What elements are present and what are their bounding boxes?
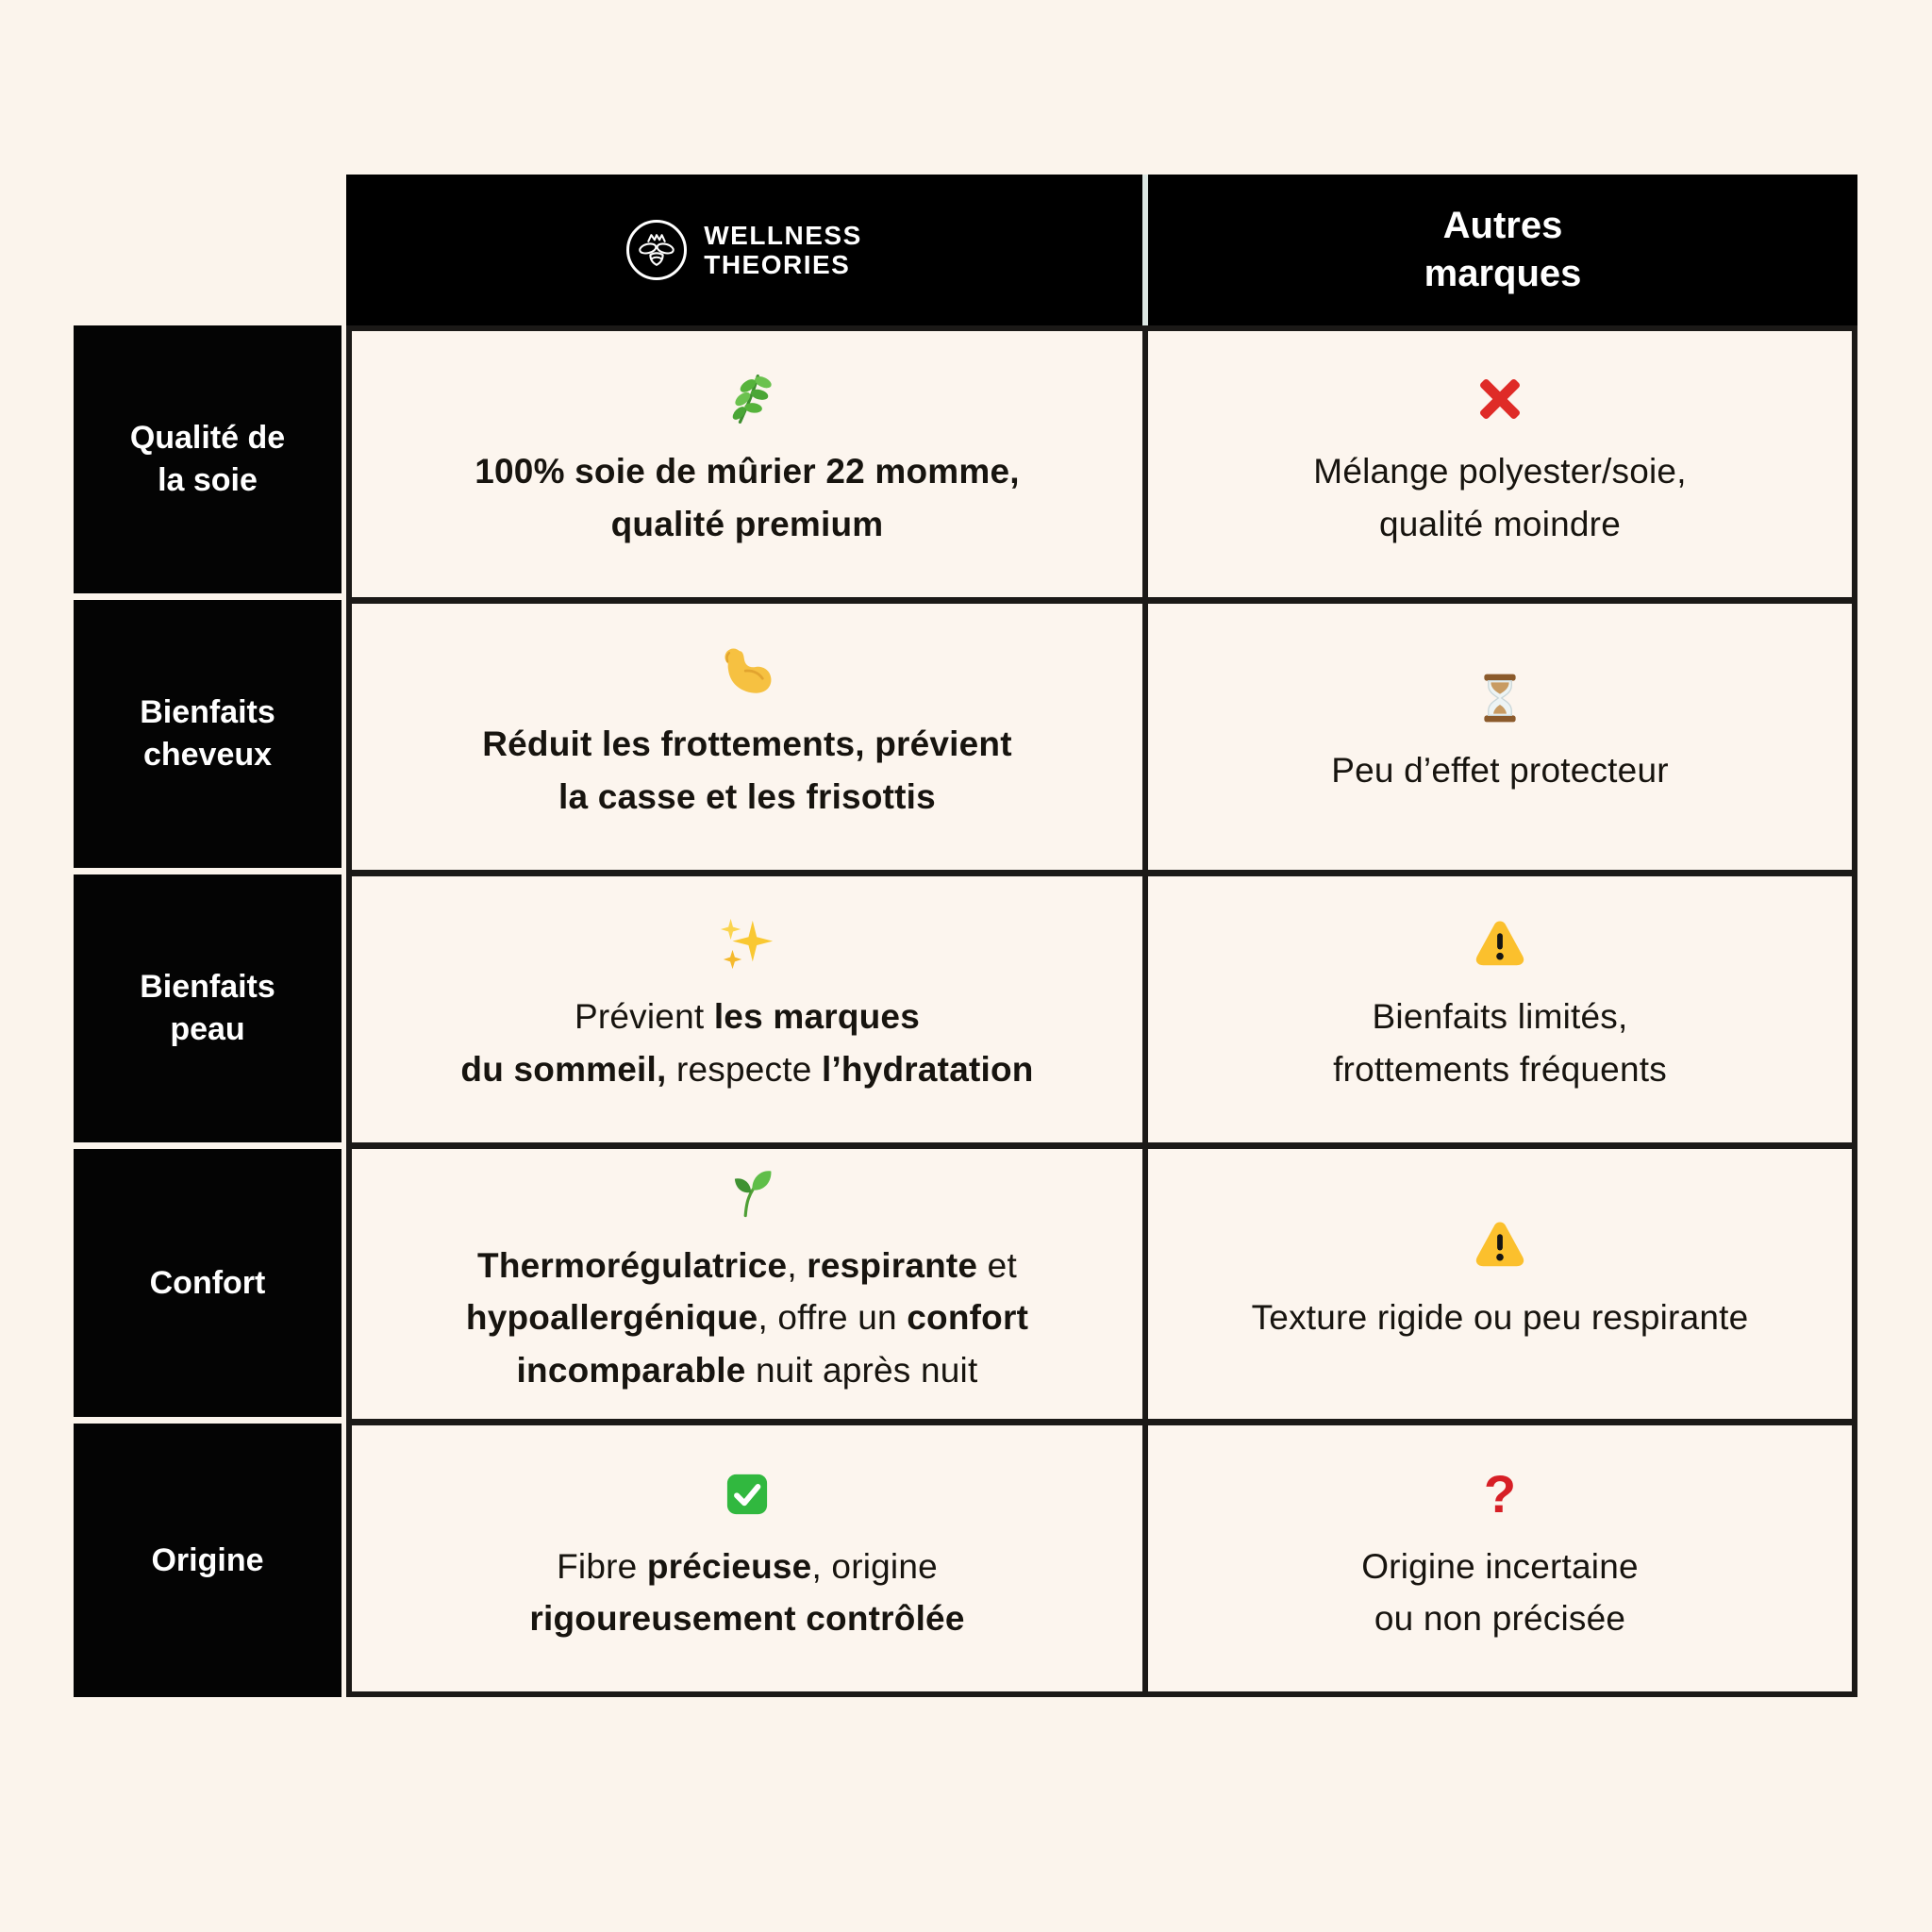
cell-text: Bienfaits limités, frottements fréquents [1333,997,1667,1089]
cell-text: Fibre précieuse, origine rigoureusement … [529,1546,965,1639]
row-label-origine: Origine [74,1424,341,1697]
warning-icon [1473,913,1527,975]
cell-origine-other: ? Origine incertaine ou non précisée [1148,1425,1852,1691]
seedling-icon [720,1162,774,1224]
red-question-mark-icon: ? [1483,1463,1517,1524]
cell-cheveux-brand: Réduit les frottements, prévient la cass… [352,603,1142,870]
content-grid: 100% soie de mûrier 22 momme, qualité pr… [346,325,1857,1697]
row-label-bienfaits-cheveux: Bienfaits cheveux [74,600,341,868]
comparison-table: WELLNESS THEORIES Autres marques Qualité… [74,175,1857,1697]
cross-mark-icon [1474,368,1525,430]
brand-name: WELLNESS THEORIES [704,220,862,279]
flexed-biceps-icon [720,641,774,703]
cell-text: 100% soie de mûrier 22 momme, qualité pr… [475,452,1020,543]
cell-text: Mélange polyester/soie, qualité moindre [1313,452,1687,543]
cell-text: Texture rigide ou peu respirante [1251,1298,1749,1338]
brand-header-cell: WELLNESS THEORIES [346,175,1142,325]
hourglass-icon [1474,667,1526,729]
header-divider [1142,175,1148,325]
bee-logo-icon [626,220,688,280]
cell-qualite-other: Mélange polyester/soie, qualité moindre [1148,331,1852,597]
cell-peau-other: Bienfaits limités, frottements fréquents [1148,875,1852,1142]
herb-icon [719,368,775,430]
row-label-confort: Confort [74,1149,341,1417]
cell-text: Peu d’effet protecteur [1331,751,1669,791]
cell-text: Prévient les marques du sommeil, respect… [460,997,1034,1089]
other-brands-header-cell: Autres marques [1148,175,1857,325]
cell-origine-brand: Fibre précieuse, origine rigoureusement … [352,1425,1142,1691]
cell-text: Thermorégulatrice, respirante et hypoall… [465,1245,1029,1390]
row-label-bienfaits-peau: Bienfaits peau [74,874,341,1142]
cell-confort-brand: Thermorégulatrice, respirante et hypoall… [352,1148,1142,1420]
check-mark-button-icon [722,1463,773,1525]
cell-peau-brand: Prévient les marques du sommeil, respect… [352,875,1142,1142]
warning-icon [1473,1214,1527,1276]
cell-qualite-brand: 100% soie de mûrier 22 momme, qualité pr… [352,331,1142,597]
cell-cheveux-other: Peu d’effet protecteur [1148,603,1852,870]
cell-text: Origine incertaine ou non précisée [1361,1546,1639,1639]
row-label-qualite-soie: Qualité de la soie [74,325,341,593]
cell-confort-other: Texture rigide ou peu respirante [1148,1148,1852,1420]
sparkles-icon [718,913,776,975]
cell-text: Réduit les frottements, prévient la cass… [482,724,1012,816]
